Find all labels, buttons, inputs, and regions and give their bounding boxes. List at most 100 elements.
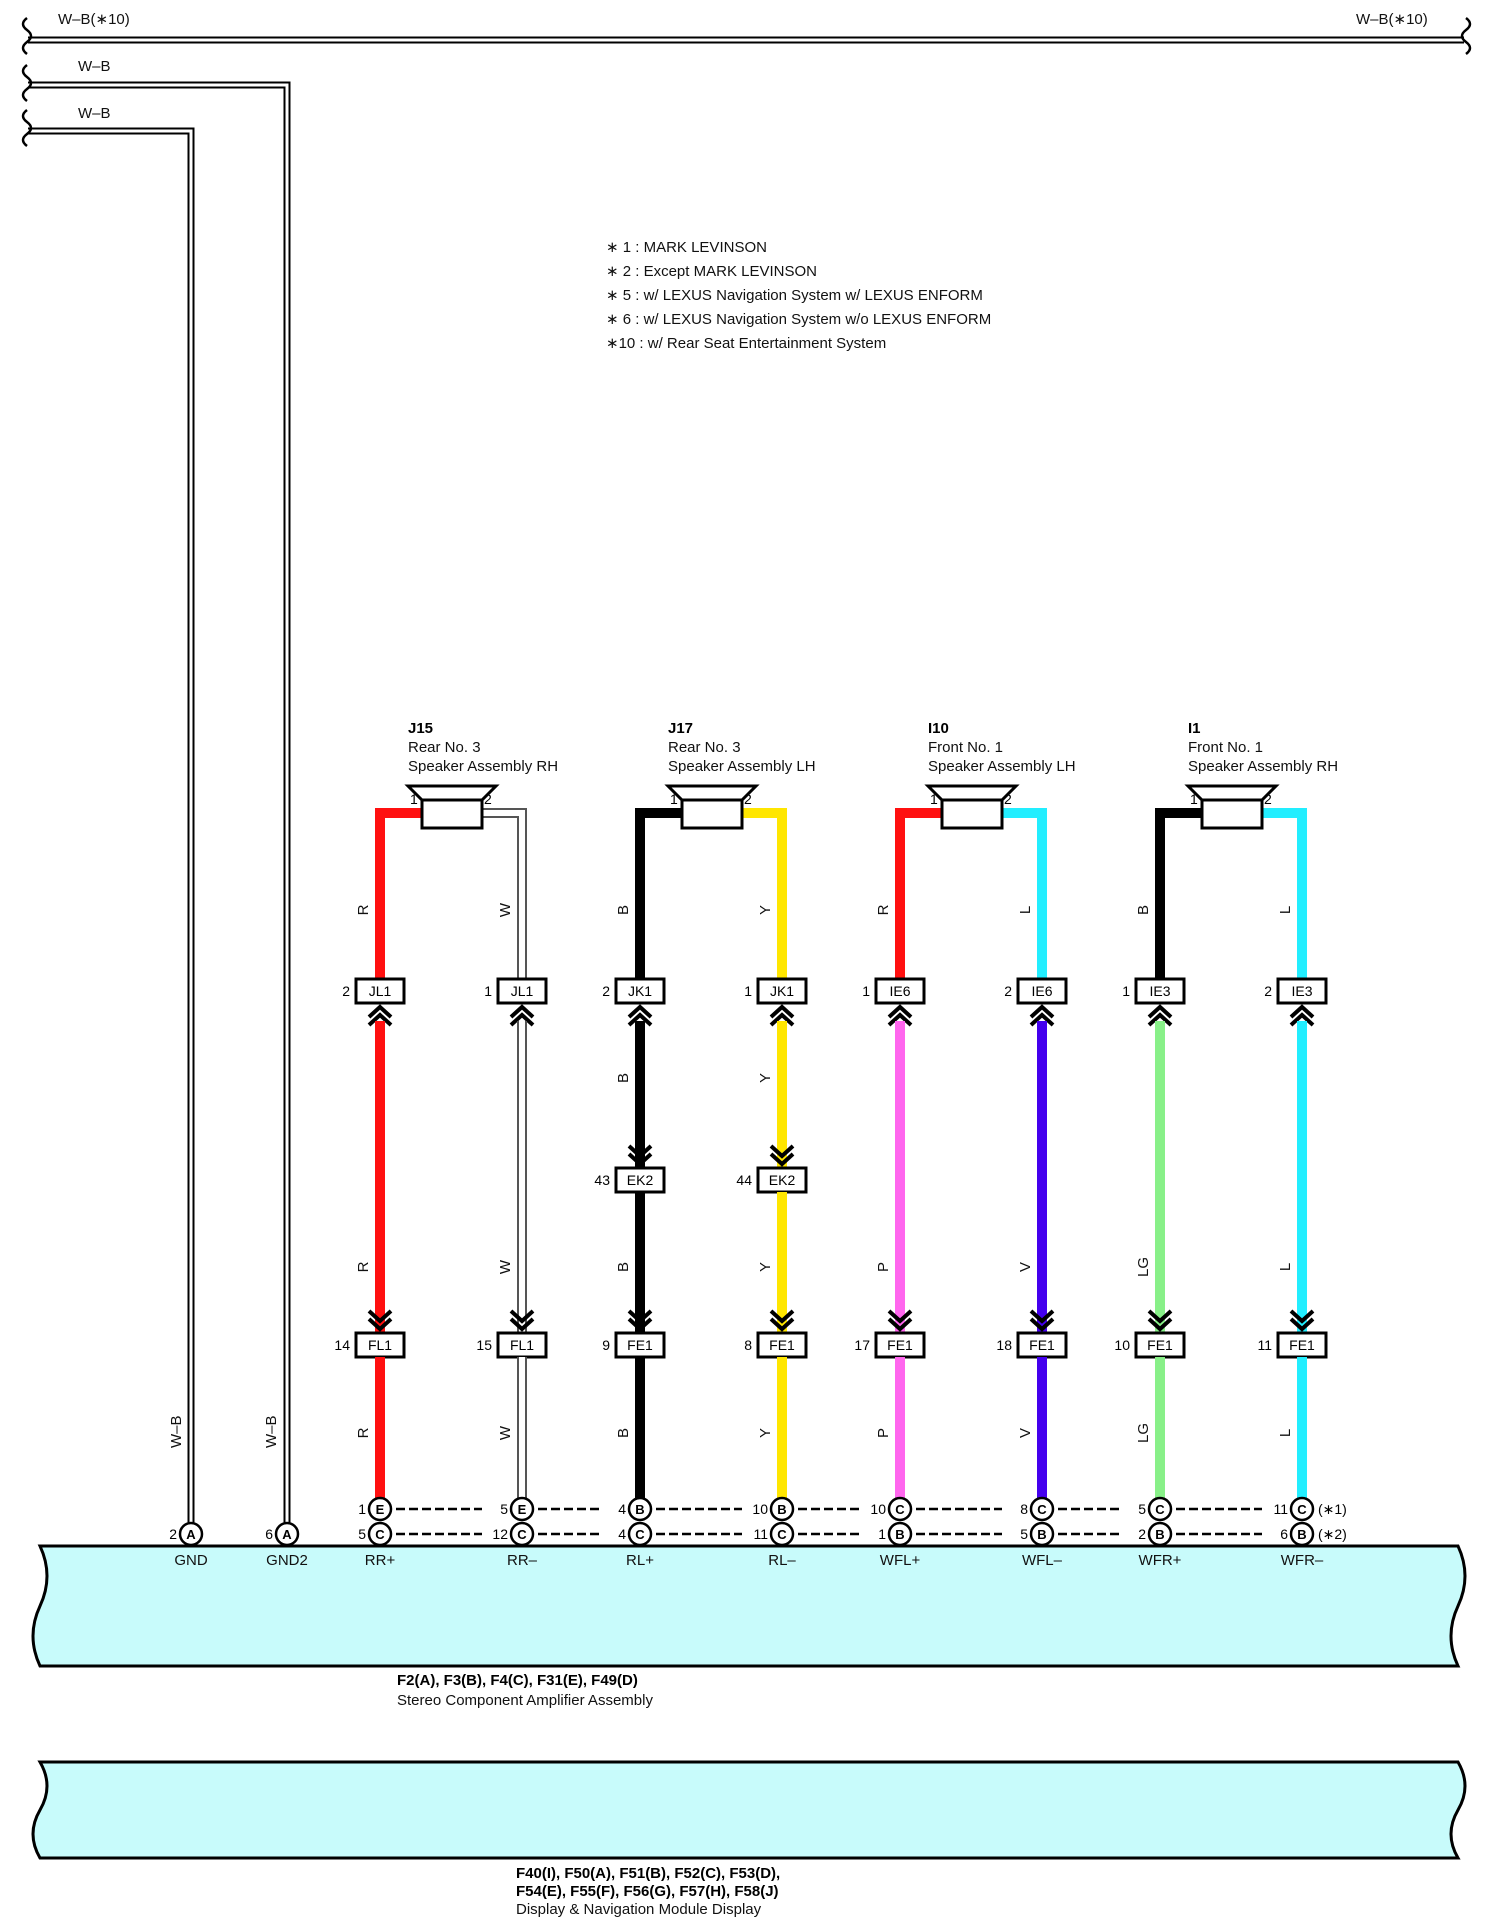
wire-RR+-conn1-label: JL1	[369, 983, 392, 999]
wire-WFR+-label-bot: LG	[1135, 1423, 1152, 1443]
wire-RL+-label-mid: B	[615, 1073, 632, 1083]
wire-WFR–-badge1-circle	[1289, 1496, 1315, 1522]
wire-RR+-conn3-label: FL1	[368, 1337, 392, 1353]
wire-RR–-conn1-label: JL1	[511, 983, 534, 999]
row1-note: (∗1)	[1318, 1501, 1347, 1517]
wire-WFL–-conn1-label: IE6	[1031, 983, 1052, 999]
wire-RR–-badge1-circle	[509, 1496, 535, 1522]
bus1-right-label: W–B(∗10)	[1356, 11, 1428, 28]
wire-RL–-label-top: Y	[757, 905, 774, 915]
speaker-line1: Front No. 1	[928, 739, 1003, 756]
amplifier-connectors: F2(A), F3(B), F4(C), F31(E), F49(D)	[397, 1672, 638, 1689]
wire-RL+-conn2-label: EK2	[627, 1172, 654, 1188]
wire-RR–-conn1-pin: 1	[484, 983, 492, 999]
wire-RR–-badge1-letter: E	[518, 1502, 527, 1517]
wire-RR–-badge1-pin: 5	[500, 1501, 508, 1517]
wire-RL–-top	[742, 808, 787, 979]
wire-RR–-chevron-up	[509, 1004, 535, 1027]
wire-RR–-conn1-box	[496, 977, 548, 1005]
wire-WFL+-label-bot: P	[875, 1428, 892, 1438]
wire-WFR+-badge1-letter: C	[1155, 1502, 1165, 1517]
wire-RR–-badge2-pin: 12	[492, 1526, 508, 1542]
speaker-id: I1	[1188, 720, 1201, 737]
wire-RL–-label-bot: Y	[757, 1428, 774, 1438]
wire-WFR+-conn1-box	[1134, 977, 1186, 1005]
wire-WFR–-badge2-circle	[1289, 1521, 1315, 1547]
wire-WFR+-badge2-letter: B	[1155, 1527, 1164, 1542]
display-connectors-line2: F54(E), F55(F), F56(G), F57(H), F58(J)	[516, 1883, 779, 1900]
wire-WFR–-conn3-label: FE1	[1289, 1337, 1315, 1353]
wire-WFR–-badge1-letter: C	[1297, 1502, 1307, 1517]
wire-WFR–-label-bot: L	[1277, 1429, 1294, 1437]
speaker-line2: Speaker Assembly LH	[668, 758, 816, 775]
wire-WFL–-label-low: V	[1017, 1262, 1034, 1272]
wire-RL+-conn1-box	[614, 977, 666, 1005]
wire-WFL+-badge1-circle	[887, 1496, 913, 1522]
wire-RL+-top	[635, 808, 682, 979]
wire-WFR–-conn3-box	[1276, 1331, 1328, 1359]
wire-WFL–-label-bot: V	[1017, 1428, 1034, 1438]
wire-WFL+-label-low: P	[875, 1262, 892, 1272]
wire-WFL+-conn1-box	[874, 977, 926, 1005]
wire-RL–-conn1-box	[756, 977, 808, 1005]
wire-WFL+-badge2-circle	[887, 1521, 913, 1547]
speaker-pin: 1	[410, 791, 418, 807]
speaker-line2: Speaker Assembly RH	[1188, 758, 1338, 775]
wire-RR+-badge2-pin: 5	[358, 1526, 366, 1542]
bus1-left-label: W–B(∗10)	[58, 11, 130, 28]
wire-WFR–-badge1-pin: 11	[1273, 1501, 1288, 1517]
wire-RL+-conn3-pin: 9	[602, 1337, 610, 1353]
wire-WFL+-conn1-pin: 1	[862, 983, 870, 999]
speaker-line2: Speaker Assembly RH	[408, 758, 558, 775]
speaker-icon	[1184, 784, 1280, 830]
wire-WFR–-conn1-pin: 2	[1264, 983, 1272, 999]
wire-WFR+-badge1-circle	[1147, 1496, 1173, 1522]
gnd-wire-label: W–B	[168, 1415, 185, 1448]
wire-RL–-conn1-label: JK1	[770, 983, 794, 999]
wire-RL+-label-bot: B	[615, 1428, 632, 1438]
wire-WFL+-badge1-pin: 10	[870, 1501, 886, 1517]
wire-RR–-top	[482, 810, 525, 979]
wire-RL+-badge1-pin: 4	[618, 1501, 626, 1517]
speaker-pin: 1	[930, 791, 938, 807]
amplifier-name: Stereo Component Amplifier Assembly	[397, 1692, 653, 1709]
note-2: ∗ 2 : Except MARK LEVINSON	[606, 263, 817, 280]
speaker-line2: Speaker Assembly LH	[928, 758, 1076, 775]
wire-WFL–-chevron-down	[1029, 1309, 1055, 1332]
wire-WFR+-top	[1155, 808, 1202, 979]
wire-RR+-terminal: RR+	[365, 1552, 396, 1569]
speaker-pin: 2	[484, 791, 492, 807]
wire-RR+-badge2-letter: C	[375, 1527, 385, 1542]
speaker-cone	[924, 784, 1020, 802]
ground-GND-circle	[178, 1521, 204, 1547]
wire-WFR+-chevron-down	[1147, 1309, 1173, 1332]
wire-WFR+-badge1-pin: 5	[1138, 1501, 1146, 1517]
wire-RR+-label-bot: R	[355, 1427, 372, 1438]
wire-RL–-conn2-label: EK2	[769, 1172, 796, 1188]
notes-block: ∗ 1 : MARK LEVINSON ∗ 2 : Except MARK LE…	[606, 239, 991, 352]
wire-WFL–-badge1-circle	[1029, 1496, 1055, 1522]
speaker-pin: 2	[1004, 791, 1012, 807]
wire-RL+-label-top: B	[615, 905, 632, 915]
wire-WFL–-badge2-circle	[1029, 1521, 1055, 1547]
speaker-line1: Rear No. 3	[408, 739, 481, 756]
wire-WFR+-conn3-label: FE1	[1147, 1337, 1173, 1353]
wire-WFR–-top	[1262, 808, 1307, 979]
wire-RL+-badge2-letter: C	[635, 1527, 645, 1542]
wire-RL–-chevron-down	[769, 1309, 795, 1332]
wire-RL–-chevron-up	[769, 1004, 795, 1027]
wire-RR+-conn3-pin: 14	[334, 1337, 350, 1353]
wire-WFL+-chevron-up	[887, 1004, 913, 1027]
note-10: ∗10 : w/ Rear Seat Entertainment System	[606, 335, 886, 352]
wire-WFL–-top	[1002, 808, 1047, 979]
speaker-magnet	[940, 798, 1004, 830]
wire-WFR+-label-low: LG	[1135, 1257, 1152, 1277]
speaker-id: J15	[408, 720, 433, 737]
speaker-j15: J15 Rear No. 3 Speaker Assembly RH	[408, 720, 558, 775]
wire-RL–-badge2-pin: 11	[753, 1526, 768, 1542]
wire-WFL–-conn3-pin: 18	[996, 1337, 1012, 1353]
wire-RR+-top	[375, 808, 422, 979]
wire-RR+-badge1-circle	[367, 1496, 393, 1522]
wire-RR–-label-bot: W	[497, 1425, 514, 1440]
